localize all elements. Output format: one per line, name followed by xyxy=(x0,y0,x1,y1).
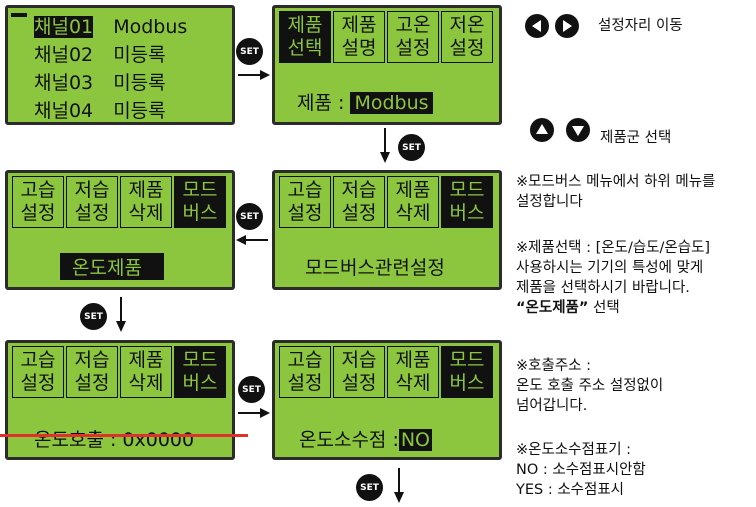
note-select-choice: “온도제품” 선택 xyxy=(516,298,620,318)
arrow-left-icon xyxy=(236,235,268,245)
modbus-setting-text: 모드버스관련설정 xyxy=(305,257,445,279)
decimal-field: 온도소수점 :NO xyxy=(299,425,433,452)
channel-row: 채널02 미등록 xyxy=(34,40,166,67)
channel-value: 미등록 xyxy=(113,44,166,66)
channel-value: 미등록 xyxy=(113,100,166,122)
note-call-line: ※호출주소 : xyxy=(516,358,592,374)
temp-call-text: 온도호출 : 0x0000 xyxy=(34,429,195,451)
set-button[interactable]: SET xyxy=(80,303,107,330)
channel-name: 채널04 xyxy=(34,100,94,122)
channel-name: 채널02 xyxy=(34,44,94,66)
left-arrow-key-icon xyxy=(525,14,549,38)
arrow-down-icon xyxy=(394,468,404,503)
note-call-line: 온도 호출 주소 설정없이 xyxy=(516,378,664,394)
note-select-line: 사용하시는 기기의 특성에 맞게 xyxy=(516,260,704,276)
right-arrow-key-icon xyxy=(555,14,579,38)
cursor-mark xyxy=(11,13,27,17)
strike-line xyxy=(0,434,248,437)
decimal-value[interactable]: NO xyxy=(398,429,433,451)
channel-value: Modbus xyxy=(113,16,188,38)
set-button[interactable]: SET xyxy=(356,474,383,501)
lcd-channel-list: 채널01 Modbus 채널02 미등록 채널03 미등록 채널04 미등록 xyxy=(5,5,235,125)
channel-row: 채널04 미등록 xyxy=(34,96,166,123)
arrow-right-icon xyxy=(238,70,270,80)
set-button[interactable]: SET xyxy=(398,134,425,161)
note-select-emph: “온도제품” xyxy=(516,300,589,316)
up-arrow-key-icon xyxy=(530,118,554,142)
note-select-line: ※제품선택 : [온도/습도/온습도] xyxy=(516,240,711,256)
note-modbus-line: 설정합니다 xyxy=(516,194,583,210)
note-select-suffix: 선택 xyxy=(588,300,620,316)
product-value[interactable]: Modbus xyxy=(350,92,433,114)
note-modbus-line: ※모드버스 메뉴에서 하위 메뉴를 xyxy=(516,174,716,190)
decimal-label: 온도소수점 : xyxy=(299,429,399,451)
note-call-line: 넘어갑니다. xyxy=(516,398,588,414)
channel-row: 채널03 미등록 xyxy=(34,68,166,95)
arrow-down-icon xyxy=(116,297,126,332)
note-group: 제품군 선택 xyxy=(600,130,672,146)
set-button[interactable]: SET xyxy=(236,203,263,230)
product-label: 제품 : xyxy=(297,92,345,114)
product-field: 제품 : Modbus xyxy=(297,88,433,115)
temp-product-value[interactable]: 온도제품 xyxy=(60,253,164,280)
channel-row: 채널01 Modbus xyxy=(34,12,187,39)
note-decimal-line: YES : 소수점표시 xyxy=(516,482,625,498)
note-move: 설정자리 이동 xyxy=(598,18,683,34)
note-decimal-line: ※온도소수점표기 : xyxy=(516,442,632,458)
set-button[interactable]: SET xyxy=(236,38,263,65)
channel-name-selected: 채널01 xyxy=(34,16,94,38)
note-decimal-line: NO : 소수점표시안함 xyxy=(516,462,646,478)
arrow-down-icon xyxy=(380,128,390,163)
arrow-right-icon xyxy=(238,408,270,418)
channel-value: 미등록 xyxy=(113,72,166,94)
channel-name: 채널03 xyxy=(34,72,94,94)
down-arrow-key-icon xyxy=(566,118,590,142)
note-select-line: 제품을 선택하시기 바랍니다. xyxy=(516,280,690,296)
set-button[interactable]: SET xyxy=(238,376,265,403)
